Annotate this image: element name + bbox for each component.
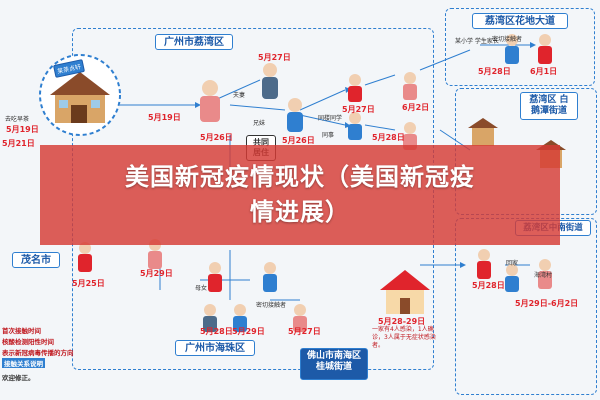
banner-title-line1: 美国新冠疫情现状（美国新冠疫 [125,163,475,192]
region-foshan: 佛山市南海区 桂城街道 [300,348,368,380]
date-6-1-top: 6月1日 [530,67,558,76]
restaurant-illustration [39,54,121,136]
label-close-contact-top: 密切接触者 [492,36,523,43]
maoming-person-icon [78,242,92,272]
restaurant-go-label: 去吃早茶 [5,116,30,123]
restaurant-date: 5月19日 [6,125,39,134]
label-colleague: 同事 [322,132,335,139]
label-close-contact-bottom: 密切接触者 [256,302,287,309]
label-go-home: 回家 [506,260,519,267]
date-5-28-child: 5月28日 [372,133,405,142]
date-5-27-child: 5月27日 [342,105,375,114]
right-top-dashed-panel [445,8,595,86]
banner-title: 美国新冠疫情现状（美国新冠疫 情进展） [125,160,475,230]
label-same-building: 同楼同学 [318,115,343,122]
date-5-26-woman: 5月26日 [200,133,233,142]
title-banner: 美国新冠疫情现状（美国新冠疫 情进展） [40,145,560,245]
region-liwan-huadi: 荔湾区花地大道 [472,13,568,29]
region-liwan-baiehetan: 荔湾区 白鹅潭街道 [520,92,578,120]
label-mother-daughter: 母女 [195,285,208,292]
label-husband: 夫妻 [233,92,246,99]
date-5-25-maoming: 5月25日 [72,279,105,288]
legend-first-contact: 首次接触时间 [2,327,41,335]
date-5-28-zhongnan: 5月28日 [472,281,505,290]
date-5-27-man: 5月27日 [258,53,291,62]
label-school-student: 某小学 学生家长 [455,38,499,45]
date-5-29-6-2-zhongnan: 5月29日-6月2日 [515,299,579,308]
legend-positive-test: 核酸检测阳性时间 [2,338,54,346]
date-5-26-mid: 5月26日 [282,136,315,145]
region-haizhu: 广州市海珠区 [175,340,255,356]
date-5-27-haizhu: 5月27日 [288,327,321,336]
banner-title-line2: 情进展） [250,198,350,226]
foshan-infection-note: 一家有4人感染，1人确诊，3人属于无症状感染者。 [372,326,436,349]
date-5-19-liwan: 5月19日 [148,113,181,122]
region-liwan: 广州市荔湾区 [155,34,233,50]
date-5-29-lower: 5月29日 [140,269,173,278]
legend-welcome-correction: 欢迎修正。 [2,374,35,382]
legend-contact-relation: 接触关系说明 [2,358,45,368]
date-5-28-top: 5月28日 [478,67,511,76]
date-5-29-haizhu: 5月29日 [232,327,265,336]
label-haiwan-village: 海湾村 [534,272,553,279]
date-6-2-child: 6月2日 [402,103,430,112]
region-maoming: 茂名市 [12,252,60,268]
date-5-28-haizhu: 5月28日 [200,327,233,336]
legend-transmission-direction: 表示新冠病毒传播的方向 [2,349,74,357]
label-sibling: 兄妹 [253,120,266,127]
date-5-21-left: 5月21日 [2,139,35,148]
date-5-28-29-foshan: 5月28-29日 [378,317,426,326]
